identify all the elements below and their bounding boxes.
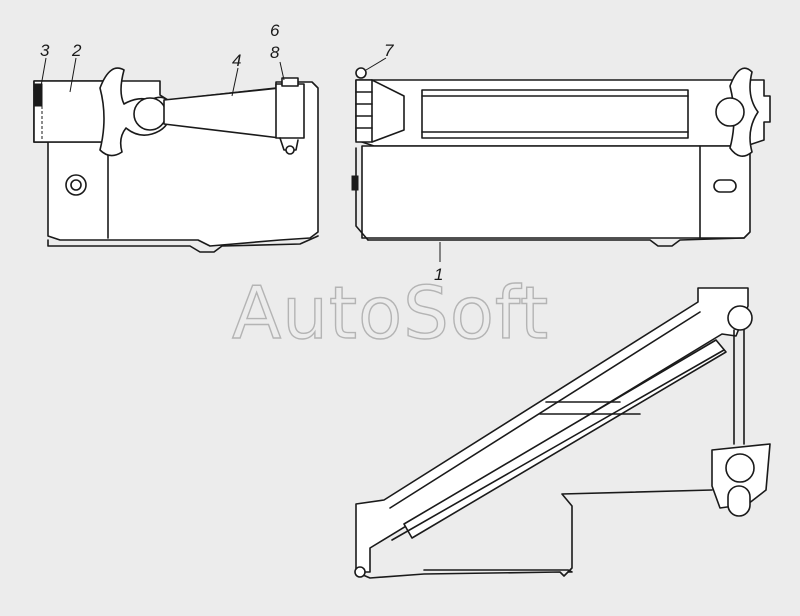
callout-4: 4 xyxy=(232,51,241,70)
callout-8: 8 xyxy=(270,43,280,62)
hatched-end xyxy=(33,83,43,107)
tie-rod xyxy=(355,569,573,579)
tie-rod-link xyxy=(561,489,713,573)
slot-hole xyxy=(713,179,737,193)
slot-edges xyxy=(421,95,689,133)
vertical-rod xyxy=(733,329,745,445)
brace-view xyxy=(354,287,771,579)
bottom-rail-mid xyxy=(367,237,745,247)
lower-body xyxy=(361,145,751,239)
ring xyxy=(355,67,367,79)
leader-lines xyxy=(39,57,441,262)
knob-ball-mid xyxy=(715,97,745,127)
brace-slot xyxy=(403,339,727,539)
leader-2 xyxy=(69,57,77,93)
knob-ball xyxy=(133,97,167,131)
leader-4 xyxy=(231,67,239,97)
clamp-pin xyxy=(285,145,295,155)
clamp-bolt xyxy=(281,77,299,87)
tie-rod-end xyxy=(354,566,366,578)
left-view xyxy=(33,67,319,253)
callout-7: 7 xyxy=(384,41,394,60)
lower-knob xyxy=(725,453,755,483)
bent-rod xyxy=(355,147,369,241)
callout-6: 6 xyxy=(270,21,280,40)
bottom-rail-left xyxy=(47,235,319,253)
leader-8 xyxy=(279,61,285,81)
lower-slot xyxy=(727,485,751,517)
brace-edges xyxy=(389,311,725,541)
callout-2: 2 xyxy=(71,41,82,60)
top-slot xyxy=(421,89,689,139)
cross-rib xyxy=(539,401,641,415)
tooth-lines xyxy=(355,91,373,129)
bolt-hole-inner xyxy=(70,179,82,191)
watermark-text: AutoSoft xyxy=(232,271,549,355)
brace-body xyxy=(355,287,749,573)
callouts: 3 2 4 6 8 7 1 xyxy=(40,21,443,284)
clamp xyxy=(275,83,305,139)
rod-clip xyxy=(351,175,359,191)
callout-3: 3 xyxy=(40,41,50,60)
middle-view xyxy=(351,67,771,247)
callout-1: 1 xyxy=(434,265,443,284)
leader-7 xyxy=(365,57,387,71)
top-pivot xyxy=(727,305,753,331)
leader-3 xyxy=(39,57,47,93)
end-chamfer xyxy=(371,79,405,143)
end-cap-teeth xyxy=(355,79,373,143)
